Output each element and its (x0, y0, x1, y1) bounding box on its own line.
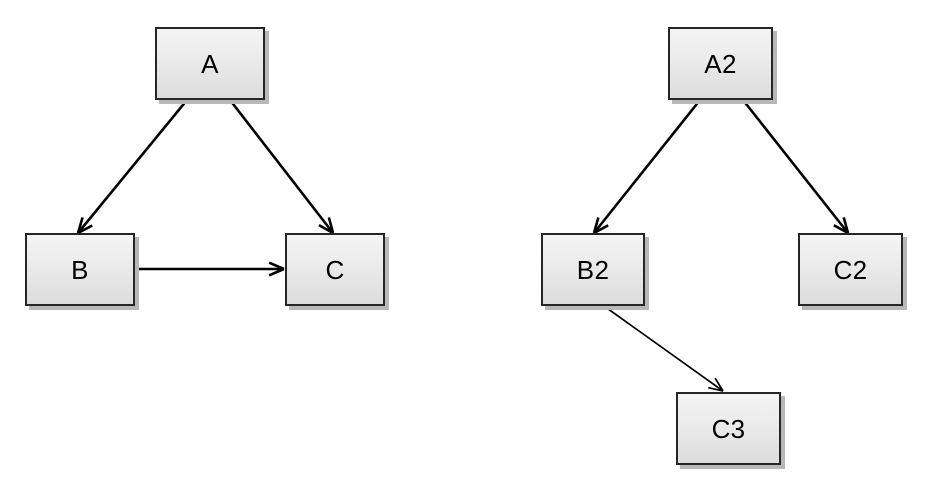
node-label: A (201, 48, 219, 79)
node-c2[interactable]: C2 (798, 233, 903, 306)
node-c[interactable]: C (285, 233, 385, 306)
edge-A-to-B[interactable] (76, 99, 189, 235)
node-label: C (325, 254, 345, 285)
node-label: B2 (576, 254, 610, 285)
node-c3[interactable]: C3 (676, 392, 781, 465)
edge-A-to-C[interactable] (228, 99, 335, 235)
edge-A2-to-C2[interactable] (741, 99, 850, 235)
arrowhead-icon (708, 377, 724, 392)
node-label: B (71, 254, 89, 285)
arrowhead-icon (76, 217, 93, 235)
edge-A2-to-B2[interactable] (592, 99, 702, 235)
arrowhead-icon (833, 217, 850, 235)
arrowhead-icon (318, 217, 335, 235)
arrowhead-icon (268, 261, 285, 277)
edge-B-to-C[interactable] (136, 261, 285, 277)
node-label: C3 (711, 413, 746, 444)
arrowhead-icon (592, 217, 609, 235)
node-label: C2 (833, 254, 868, 285)
node-b[interactable]: B (25, 233, 135, 306)
node-a[interactable]: A (155, 27, 265, 100)
node-a2[interactable]: A2 (668, 27, 773, 100)
node-label: A2 (704, 48, 737, 79)
node-b2[interactable]: B2 (541, 233, 645, 306)
edge-B2-to-C3[interactable] (603, 305, 724, 392)
